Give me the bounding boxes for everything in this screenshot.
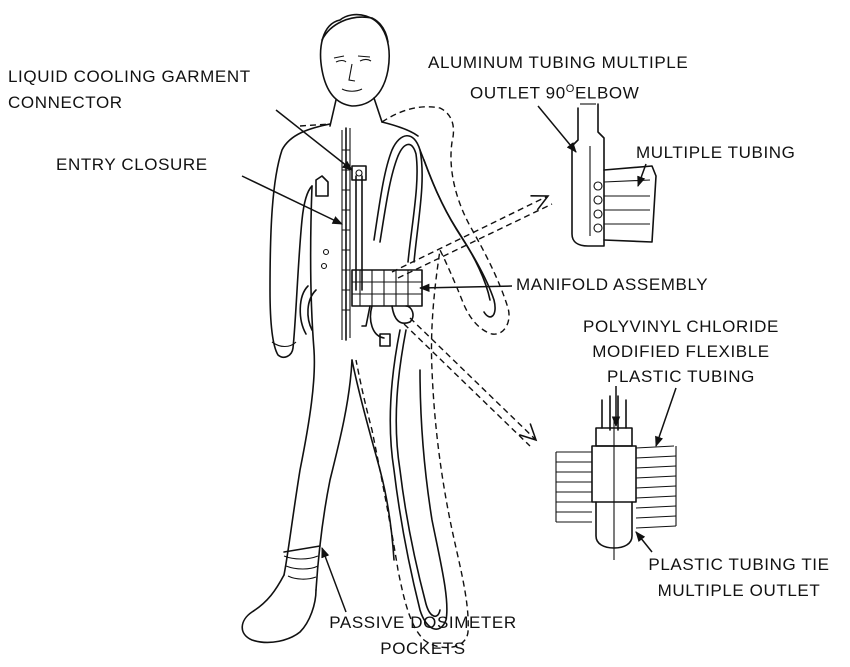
lcg-dashed-outline: [299, 106, 510, 649]
label-pvc-line2: MODIFIED FLEXIBLE: [592, 342, 770, 361]
label-entry-closure: ENTRY CLOSURE: [56, 155, 208, 174]
label-aluminum-prefix: OUTLET 90: [470, 83, 566, 103]
figure-head: [319, 13, 390, 127]
label-tie-line2: MULTIPLE OUTLET: [657, 581, 821, 600]
label-dosimeter-line1: PASSIVE DOSIMETER: [329, 613, 517, 632]
label-lcg-connector-line2: CONNECTOR: [8, 93, 123, 112]
label-lcg-connector-line1: LIQUID COOLING GARMENT: [8, 67, 251, 86]
label-multiple-tubing: MULTIPLE TUBING: [636, 143, 796, 162]
label-aluminum-degree: O: [565, 83, 575, 95]
label-aluminum-line2: OUTLET 90OELBOW: [470, 78, 639, 105]
label-dosimeter-line2: POCKETS: [380, 639, 466, 658]
label-manifold-assembly: MANIFOLD ASSEMBLY: [516, 275, 709, 294]
label-aluminum-suffix: ELBOW: [574, 83, 640, 103]
aluminum-elbow-detail: [571, 103, 657, 247]
label-aluminum-line1: ALUMINUM TUBING MULTIPLE: [428, 53, 689, 72]
cooling-tubing: [351, 134, 496, 630]
tubing-tie-detail: [555, 395, 677, 560]
label-pvc-line1: POLYVINYL CHLORIDE: [583, 317, 779, 336]
label-pvc-line3: PLASTIC TUBING: [607, 367, 755, 386]
callout-arrows: [391, 195, 553, 447]
leader-lines: [241, 105, 677, 613]
label-tie-line1: PLASTIC TUBING TIE: [648, 555, 830, 574]
